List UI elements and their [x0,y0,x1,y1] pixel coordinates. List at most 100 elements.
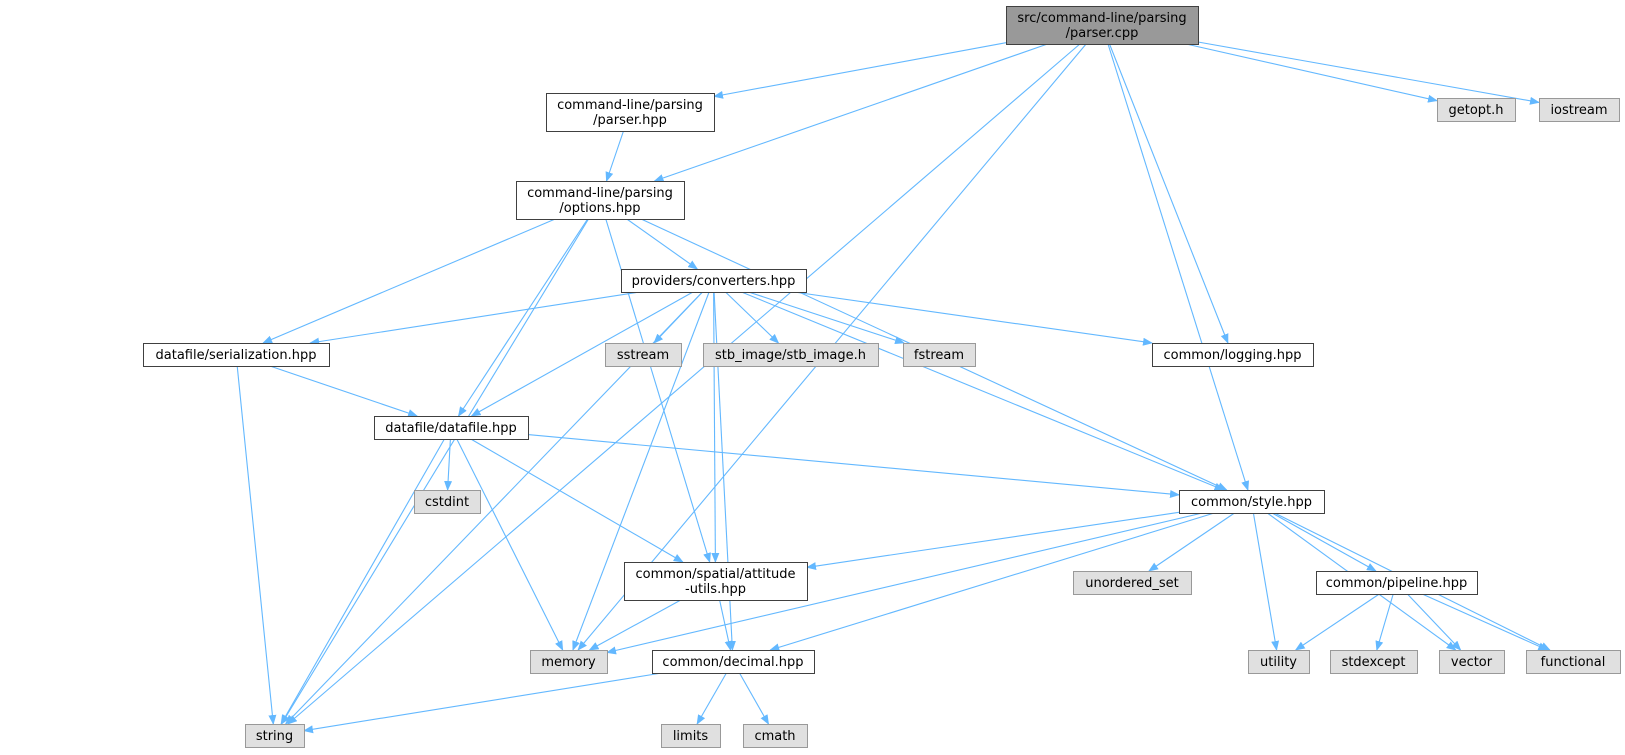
node-label-string-line-0: string [256,729,293,744]
node-options_hpp[interactable]: command-line/parsing/options.hpp [516,181,685,220]
node-box-vector [1439,650,1505,674]
edge-root-to-style_hpp [1107,43,1250,491]
edge-parser_hpp-to-options_hpp [605,130,625,182]
node-box-memory [530,650,608,674]
node-box-parser_hpp [546,93,715,132]
node-getopt_h: getopt.h [1437,98,1516,122]
node-label-unordered_set-line-0: unordered_set [1085,576,1178,591]
edge-style_hpp-to-attitude_hpp [806,511,1180,571]
dependency-edges [236,41,1551,734]
node-label-root-line-0: src/command-line/parsing [1017,11,1186,26]
node-box-root [1006,6,1199,45]
edge-datafile_hpp-to-string [280,438,445,725]
node-box-iostream [1539,98,1620,122]
node-box-limits [661,724,721,748]
node-box-attitude_hpp [624,562,808,601]
edge-datafile_hpp-to-memory [456,438,564,651]
node-stdexcept: stdexcept [1330,650,1418,674]
edge-converters_hpp-to-datafile_hpp [470,291,694,417]
edge-root-to-parser_hpp [713,42,1007,99]
edge-pipeline_hpp-to-utility [1294,593,1380,651]
node-pipeline_hpp[interactable]: common/pipeline.hpp [1316,571,1478,595]
node-logging_hpp[interactable]: common/logging.hpp [1152,343,1314,367]
node-box-functional [1526,650,1621,674]
edge-decimal_hpp-to-limits [696,672,727,725]
node-limits: limits [661,724,721,748]
edge-pipeline_hpp-to-vector [1407,593,1462,651]
edge-options_hpp-to-serialization_hpp [262,218,556,344]
edge-style_hpp-to-decimal_hpp [769,512,1215,652]
edge-decimal_hpp-to-string [303,672,662,734]
node-box-decimal_hpp [652,650,815,674]
edge-options_hpp-to-converters_hpp [626,218,699,270]
node-serialization_hpp[interactable]: datafile/serialization.hpp [143,343,330,367]
edge-converters_hpp-to-memory [572,291,710,651]
edge-attitude_hpp-to-memory [588,599,682,651]
node-label-iostream-line-0: iostream [1550,103,1607,118]
node-cmath: cmath [743,724,808,748]
node-label-pipeline_hpp-line-0: common/pipeline.hpp [1326,576,1467,591]
node-label-attitude_hpp-line-1: -utils.hpp [685,582,746,597]
node-attitude_hpp[interactable]: common/spatial/attitude-utils.hpp [624,562,808,601]
edge-converters_hpp-to-stb_image_h [725,291,780,344]
node-fstream: fstream [903,343,976,367]
edge-converters_hpp-to-style_hpp [741,291,1225,491]
node-box-serialization_hpp [143,343,330,367]
edge-style_hpp-to-unordered_set [1148,512,1235,572]
node-label-sstream-line-0: sstream [617,348,669,363]
node-datafile_hpp[interactable]: datafile/datafile.hpp [374,416,529,440]
node-parser_hpp[interactable]: command-line/parsing/parser.hpp [546,93,715,132]
node-root[interactable]: src/command-line/parsing/parser.cpp [1006,6,1199,45]
node-box-cmath [743,724,808,748]
node-label-stb_image_h-line-0: stb_image/stb_image.h [715,348,866,363]
node-box-sstream [605,343,682,367]
edge-decimal_hpp-to-cmath [739,672,769,725]
edge-converters_hpp-to-fstream [748,291,905,344]
node-converters_hpp[interactable]: providers/converters.hpp [621,269,807,293]
edge-serialization_hpp-to-string [236,365,277,725]
edge-pipeline_hpp-to-functional [1421,593,1549,651]
node-unordered_set: unordered_set [1073,571,1192,595]
node-box-converters_hpp [621,269,807,293]
node-functional: functional [1526,650,1621,674]
edge-style_hpp-to-memory [606,512,1203,655]
edge-datafile_hpp-to-style_hpp [527,434,1180,498]
node-decimal_hpp[interactable]: common/decimal.hpp [652,650,815,674]
node-label-converters_hpp-line-0: providers/converters.hpp [632,274,796,289]
node-box-style_hpp [1179,490,1325,514]
node-label-parser_hpp-line-0: command-line/parsing [557,98,703,113]
node-box-cstdint [414,490,481,514]
node-label-serialization_hpp-line-0: datafile/serialization.hpp [156,348,317,363]
edge-serialization_hpp-to-datafile_hpp [269,365,419,417]
edge-style_hpp-to-utility [1252,512,1280,651]
node-cstdint: cstdint [414,490,481,514]
node-label-getopt_h-line-0: getopt.h [1448,103,1503,118]
node-label-style_hpp-line-0: common/style.hpp [1191,495,1312,510]
node-string: string [245,724,305,748]
node-iostream: iostream [1539,98,1620,122]
node-label-cmath-line-0: cmath [754,729,795,744]
node-box-pipeline_hpp [1316,571,1478,595]
node-style_hpp[interactable]: common/style.hpp [1179,490,1325,514]
edge-datafile_hpp-to-cstdint [444,438,453,491]
node-label-options_hpp-line-1: /options.hpp [559,201,640,216]
node-vector: vector [1439,650,1505,674]
node-label-attitude_hpp-line-0: common/spatial/attitude [635,567,795,582]
node-label-limits-line-0: limits [673,729,709,744]
edge-attitude_hpp-to-decimal_hpp [719,599,733,651]
node-box-fstream [903,343,976,367]
node-utility: utility [1248,650,1310,674]
node-box-options_hpp [516,181,685,220]
node-box-utility [1248,650,1310,674]
node-label-datafile_hpp-line-0: datafile/datafile.hpp [385,421,516,436]
edge-root-to-getopt_h [1185,43,1438,103]
node-box-logging_hpp [1152,343,1314,367]
node-sstream: sstream [605,343,682,367]
file-nodes: src/command-line/parsing/parser.cpp comma… [143,6,1621,748]
node-box-datafile_hpp [374,416,529,440]
node-label-fstream-line-0: fstream [914,348,964,363]
edge-converters_hpp-to-logging_hpp [794,291,1153,346]
node-label-logging_hpp-line-0: common/logging.hpp [1163,348,1301,363]
node-label-utility-line-0: utility [1260,655,1297,670]
